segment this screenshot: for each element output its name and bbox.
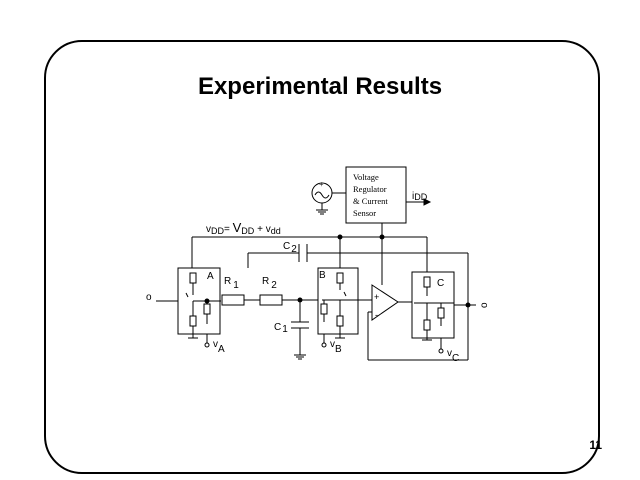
c1-capacitor (291, 300, 309, 360)
c2-label: C2 (283, 241, 297, 255)
output-o-label: o (479, 302, 490, 308)
vb-label: vB (330, 339, 342, 355)
source-plus: + (319, 180, 324, 189)
vc-label: vC (447, 348, 459, 364)
slide-frame (44, 40, 600, 474)
regulator-label: Voltage Regulator & Current Sensor (353, 172, 388, 218)
stage-c-gate (411, 271, 455, 349)
node-a-label: A (207, 271, 214, 282)
r1-resistor (221, 294, 245, 306)
c1-label: C1 (274, 322, 288, 335)
node-c-label: C (437, 278, 444, 289)
stage-a-gate (177, 267, 221, 343)
slide-number: 11 (589, 438, 602, 452)
input-o-label: o (146, 292, 152, 303)
svg-text:Voltage: Voltage (353, 172, 379, 182)
opamp (367, 284, 469, 361)
opamp-plus: + (374, 292, 379, 302)
voltage-regulator-box (345, 166, 407, 224)
svg-text:& Current: & Current (353, 196, 388, 206)
ac-source-symbol (311, 182, 346, 215)
opamp-minus: - (375, 310, 378, 320)
stage-b-gate (317, 267, 359, 343)
node-b-label: B (319, 270, 326, 281)
junction-dots (204, 234, 471, 308)
slide-title: Experimental Results (197, 73, 443, 100)
svg-text:Sensor: Sensor (353, 208, 376, 218)
r2-resistor (259, 294, 283, 306)
idd-label: iDD (412, 191, 428, 202)
supply-equation: vDD= VDD + vdd (206, 220, 281, 236)
va-label: vA (213, 339, 225, 355)
svg-text:Regulator: Regulator (353, 184, 387, 194)
c2-capacitor (298, 244, 308, 262)
